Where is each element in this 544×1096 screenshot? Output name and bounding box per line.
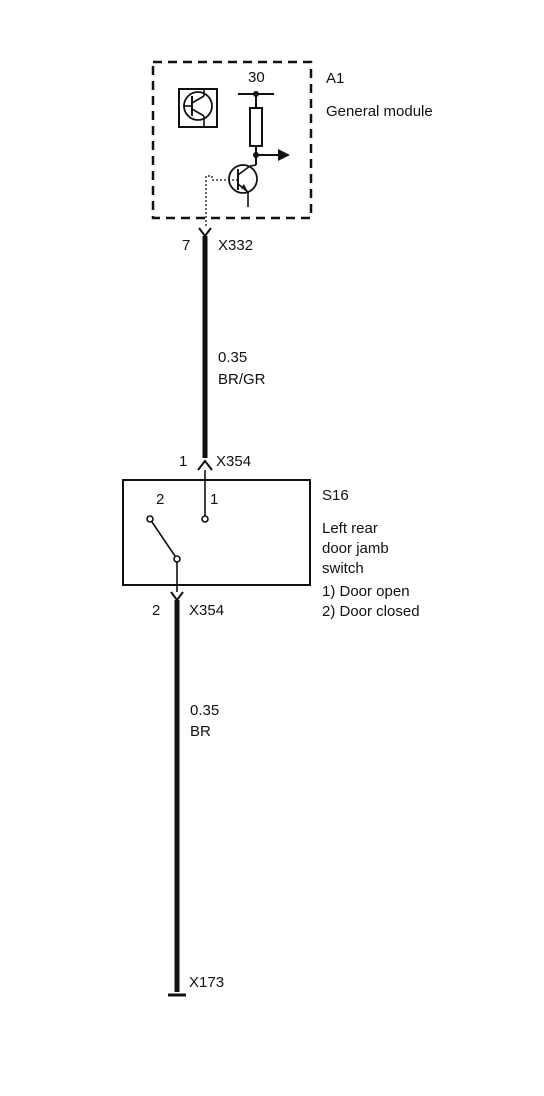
switch-contact-1 — [201, 515, 209, 523]
wire-2-gauge: 0.35 — [190, 702, 219, 719]
connector-x354-out-id: X354 — [189, 602, 224, 619]
connector-x332-pin: 7 — [182, 237, 190, 254]
switch-pivot — [173, 555, 181, 563]
switch-boundary — [122, 479, 311, 586]
module-ref: A1 — [326, 70, 344, 87]
output-transistor-icon — [228, 164, 258, 207]
connector-x354-in-id: X354 — [216, 453, 251, 470]
switch-blade — [151, 521, 176, 557]
supply-terminal — [238, 91, 274, 108]
wire-1-gauge: 0.35 — [218, 349, 247, 366]
pull-up-resistor — [249, 107, 263, 147]
module-name: General module — [326, 103, 433, 120]
switch-state-open: 1) Door open — [322, 583, 410, 600]
connector-x354-out-pin: 2 — [152, 602, 160, 619]
switch-ref: S16 — [322, 487, 349, 504]
switch-position-1: 1 — [210, 491, 218, 508]
connector-x354-in-pin: 1 — [179, 453, 187, 470]
ground-id: X173 — [189, 974, 224, 991]
wire-2-color: BR — [190, 723, 211, 740]
base-drive-line — [205, 175, 238, 226]
switch-name-line-1: Left rear — [322, 520, 378, 537]
switch-state-closed: 2) Door closed — [322, 603, 420, 620]
output-arrow-icon — [256, 149, 290, 161]
connector-x332-icon — [198, 227, 212, 238]
switch-contact-2 — [146, 515, 154, 523]
connector-x332-id: X332 — [218, 237, 253, 254]
wire-1-color: BR/GR — [218, 371, 266, 388]
connector-x354-in-icon — [197, 459, 213, 471]
switch-name-line-3: switch — [322, 560, 364, 577]
terminal-label: 30 — [248, 69, 265, 86]
connector-x354-out-icon — [170, 591, 184, 602]
transistor-symbol-icon — [178, 88, 218, 128]
switch-name-line-2: door jamb — [322, 540, 389, 557]
switch-position-2: 2 — [156, 491, 164, 508]
module-boundary — [151, 60, 313, 220]
